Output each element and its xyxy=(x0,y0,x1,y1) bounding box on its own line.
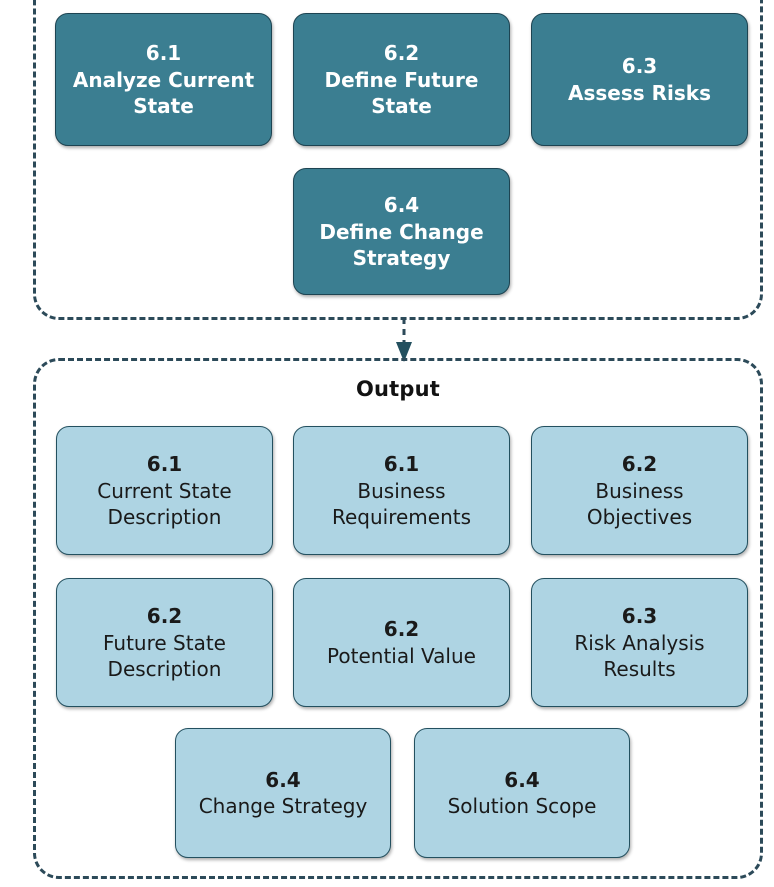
output-node-number: 6.4 xyxy=(504,767,540,792)
output-node-solution-scope[interactable]: 6.4 Solution Scope xyxy=(414,728,630,858)
output-node-number: 6.2 xyxy=(621,452,658,477)
output-node-future-state-description[interactable]: 6.2 Future State Description xyxy=(56,578,273,707)
activity-node-number: 6.2 xyxy=(383,41,420,66)
activity-node-label: Analyze Current State xyxy=(72,67,255,118)
output-node-label: Potential Value xyxy=(327,643,476,668)
output-node-business-objectives[interactable]: 6.2 Business Objectives xyxy=(531,426,748,555)
output-node-label: Change Strategy xyxy=(198,794,368,819)
output-node-number: 6.1 xyxy=(383,452,420,477)
output-node-label: Risk Analysis Results xyxy=(574,630,705,681)
activity-node-6-2[interactable]: 6.2 Define Future State xyxy=(293,13,510,146)
output-node-number: 6.2 xyxy=(383,617,420,642)
activity-node-label: Define Future State xyxy=(324,67,479,118)
output-node-number: 6.2 xyxy=(146,604,183,629)
output-node-label: Business Objectives xyxy=(586,478,693,529)
output-node-label: Business Requirements xyxy=(331,478,472,529)
output-node-number: 6.3 xyxy=(621,604,658,629)
activity-node-number: 6.3 xyxy=(621,54,658,79)
activity-node-label: Define Change Strategy xyxy=(319,219,484,270)
output-node-risk-analysis-results[interactable]: 6.3 Risk Analysis Results xyxy=(531,578,748,707)
flow-arrow-icon xyxy=(396,318,412,362)
output-node-label: Solution Scope xyxy=(447,794,597,819)
output-group-title: Output xyxy=(355,377,441,401)
output-node-change-strategy[interactable]: 6.4 Change Strategy xyxy=(175,728,391,858)
activity-node-number: 6.1 xyxy=(145,41,182,66)
output-node-label: Future State Description xyxy=(103,630,226,681)
output-node-business-requirements[interactable]: 6.1 Business Requirements xyxy=(293,426,510,555)
activity-node-number: 6.4 xyxy=(383,193,420,218)
activity-node-6-3[interactable]: 6.3 Assess Risks xyxy=(531,13,748,146)
activity-node-6-4[interactable]: 6.4 Define Change Strategy xyxy=(293,168,510,295)
output-node-potential-value[interactable]: 6.2 Potential Value xyxy=(293,578,510,707)
activity-node-6-1[interactable]: 6.1 Analyze Current State xyxy=(55,13,272,146)
output-node-label: Current State Description xyxy=(97,478,232,529)
output-group-container: Output xyxy=(33,358,763,879)
output-node-current-state-description[interactable]: 6.1 Current State Description xyxy=(56,426,273,555)
activity-node-label: Assess Risks xyxy=(568,80,711,105)
activities-group-container xyxy=(33,0,763,320)
output-node-number: 6.4 xyxy=(265,767,301,792)
output-node-number: 6.1 xyxy=(146,452,183,477)
